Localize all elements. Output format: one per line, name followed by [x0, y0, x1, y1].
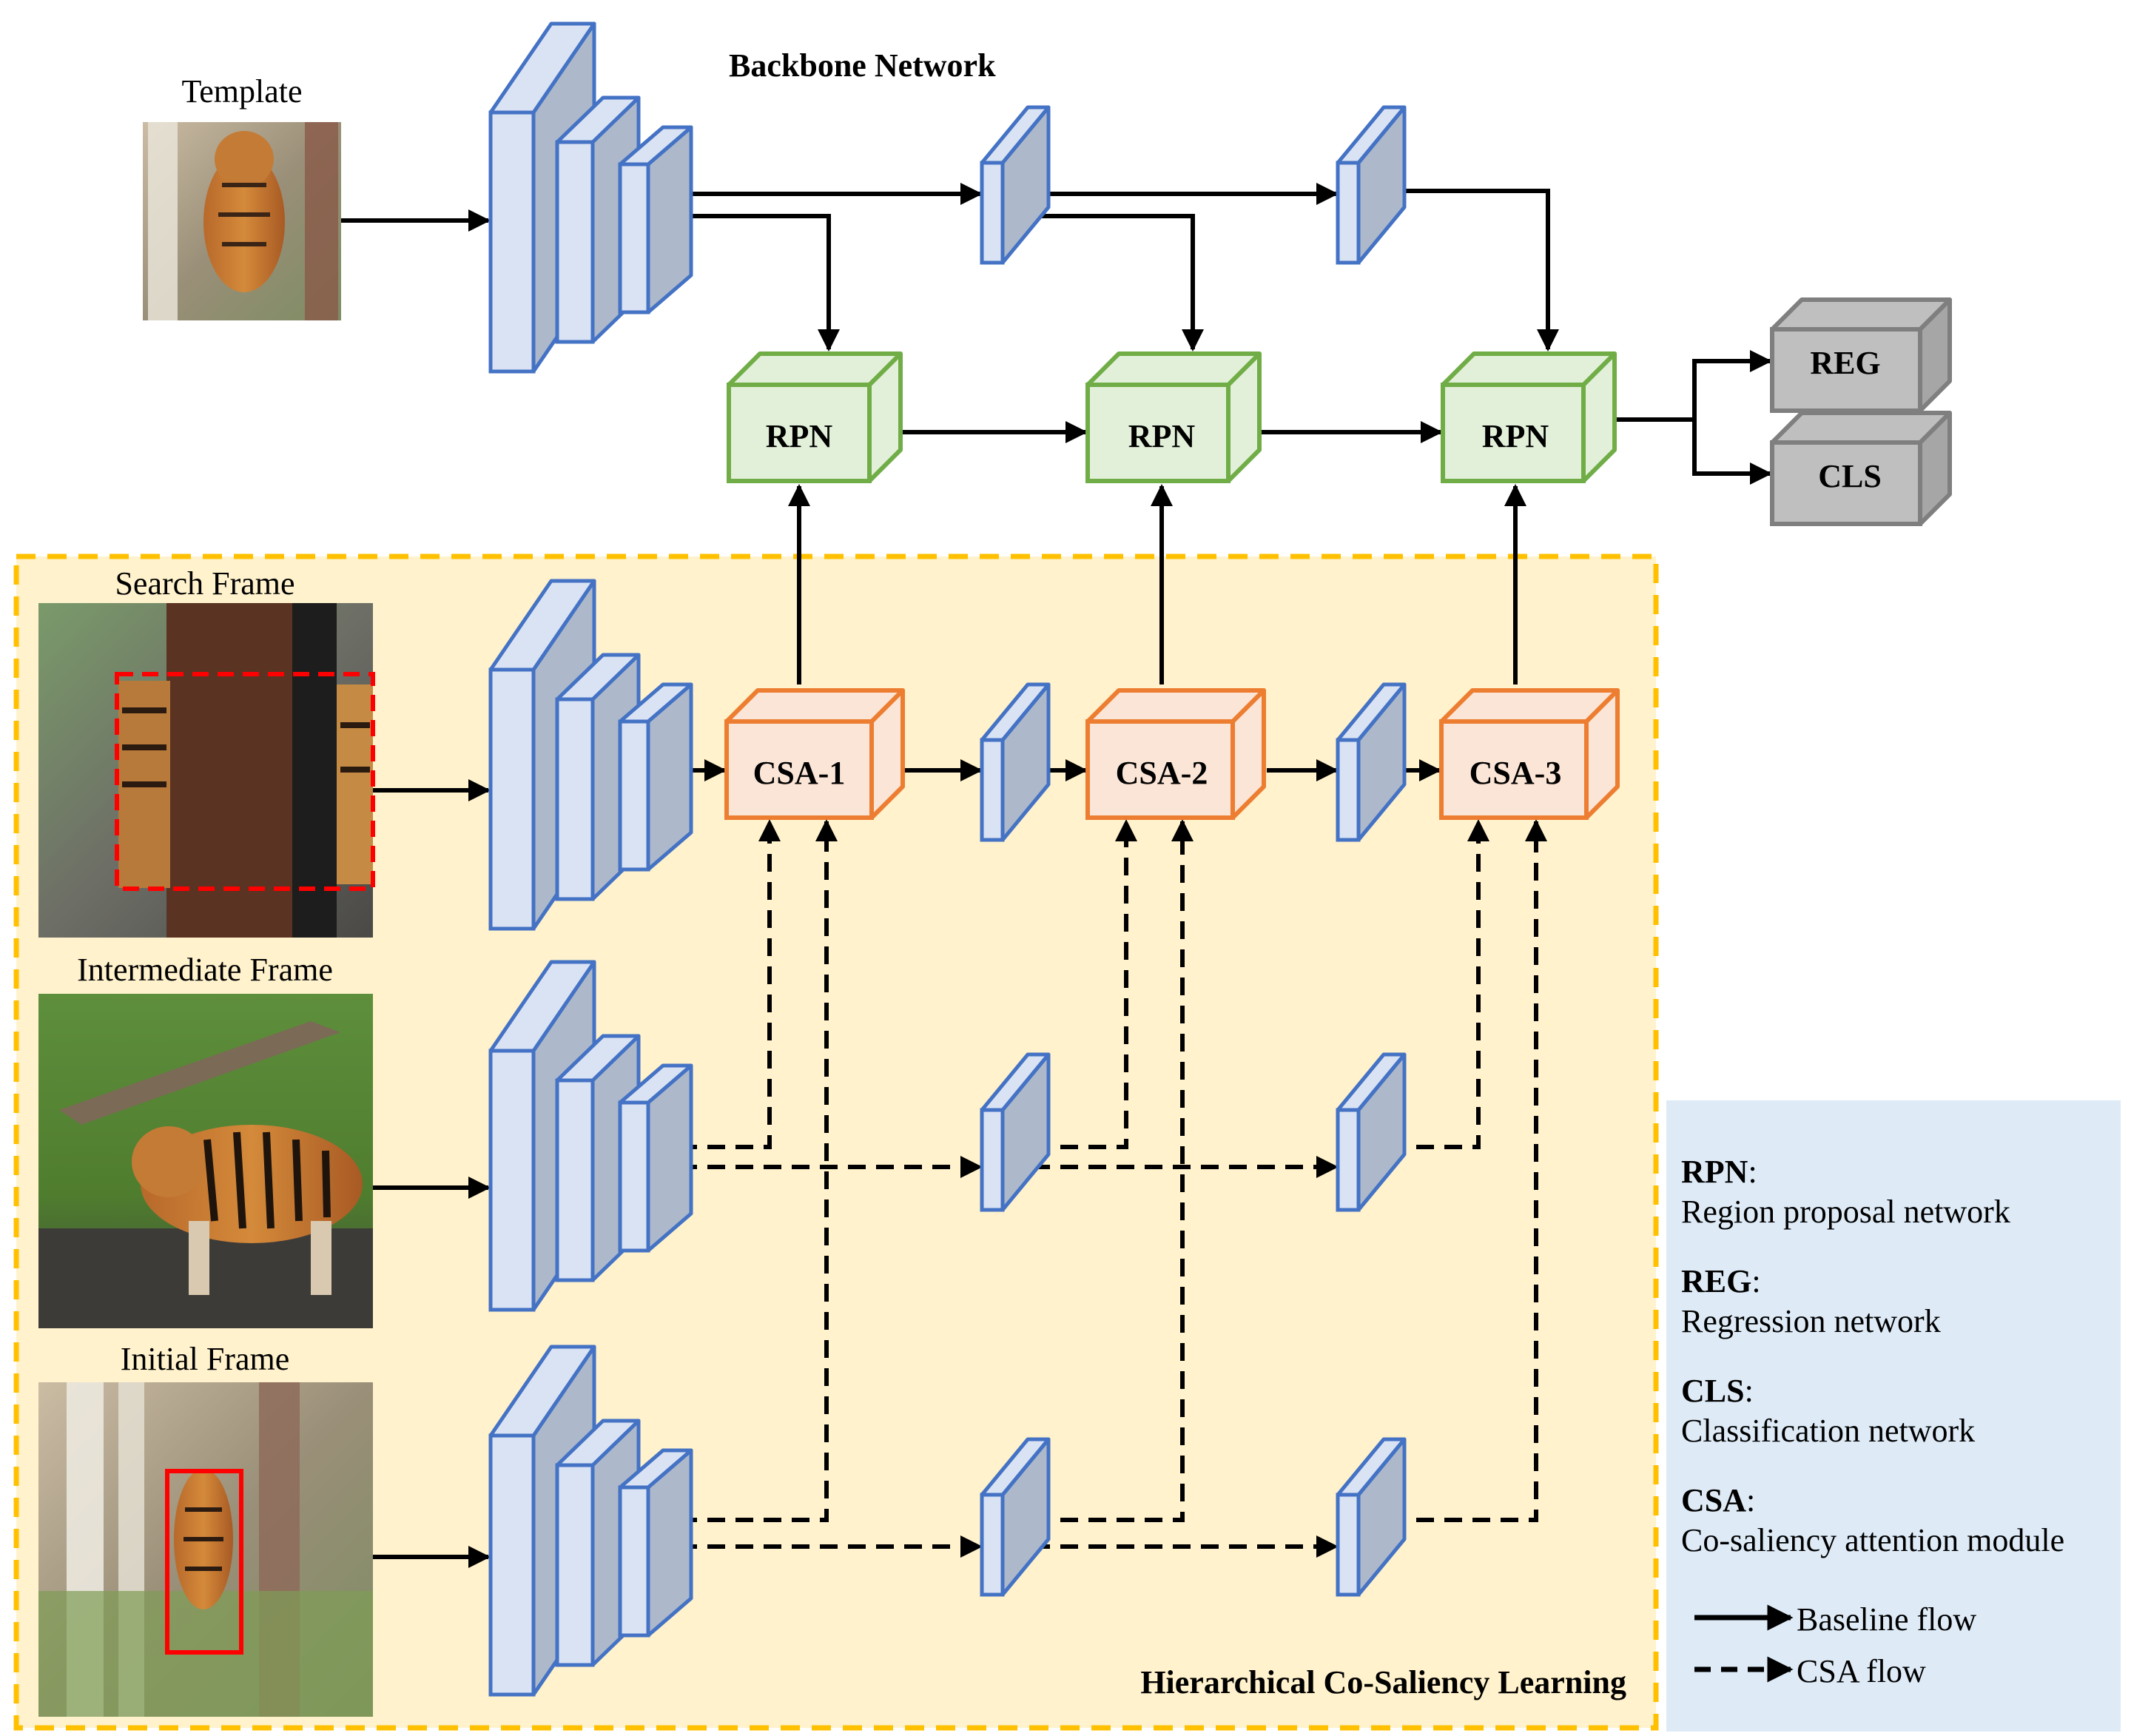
dash-initfm2-csa3: [1388, 819, 1547, 1522]
dash-init-csa1: [679, 819, 838, 1522]
dash-interfm2-csa3: [1388, 819, 1489, 1149]
legend-cls-desc: Classification network: [1681, 1413, 1975, 1449]
reg-label: REG: [1810, 345, 1880, 381]
legend-panel: [1666, 1100, 2121, 1732]
fm-inter-1: [980, 1052, 1051, 1212]
arrow-fm1-rpn2: [1032, 214, 1204, 351]
csa-label-1: CSA-1: [753, 755, 846, 791]
csa-box-3: [1439, 688, 1620, 820]
cls-label: CLS: [1818, 458, 1882, 494]
template-image: [143, 122, 341, 320]
fm-inter-2: [1336, 1052, 1407, 1212]
initial-frame-label: Initial Frame: [121, 1341, 290, 1377]
initial-frame-image: [38, 1382, 373, 1717]
arrow-rpn3-cls: [1692, 420, 1772, 485]
arrow-fm2-rpn3: [1388, 189, 1559, 351]
legend-rpn: RPN:: [1681, 1154, 1757, 1190]
fm-init-1: [980, 1437, 1051, 1597]
rpn-box-1: [727, 351, 903, 483]
arrow-rpn3-reg: [1615, 350, 1772, 422]
initial-bbox: [165, 1469, 243, 1655]
intermediate-frame-image: [38, 994, 373, 1328]
fm-init-2: [1336, 1437, 1407, 1597]
csa-box-1: [724, 688, 905, 820]
search-frame-label: Search Frame: [115, 565, 294, 602]
template-label: Template: [181, 73, 302, 110]
dash-interfm1-csa2: [1032, 819, 1137, 1149]
csa-label-2: CSA-2: [1116, 755, 1208, 791]
region-label: Hierarchical Co-Saliency Learning: [1140, 1664, 1626, 1700]
intermediate-frame-label: Intermediate Frame: [77, 952, 333, 988]
legend-csa-flow-label: CSA flow: [1797, 1653, 1926, 1689]
dash-inter-csa1: [679, 819, 781, 1149]
rpn-label-3: RPN: [1482, 418, 1549, 454]
legend-rpn-desc: Region proposal network: [1681, 1194, 2010, 1230]
legend-csa-desc: Co-saliency attention module: [1681, 1522, 2064, 1558]
arrow-bb-rpn1: [679, 214, 840, 351]
fm-search-1: [980, 682, 1051, 842]
rpn-box-2: [1085, 351, 1262, 483]
csa-box-2: [1085, 688, 1266, 820]
cls-head: [1770, 411, 1952, 526]
legend-cls: CLS:: [1681, 1373, 1754, 1409]
rpn-label-2: RPN: [1128, 418, 1196, 454]
csa-label-3: CSA-3: [1470, 755, 1562, 791]
backbone-initial-layer-3: [618, 1448, 693, 1638]
backbone-intermediate-layer-3: [618, 1063, 693, 1253]
legend-baseline-label: Baseline flow: [1797, 1601, 1976, 1638]
fm-template-2: [1336, 105, 1407, 265]
fm-search-2: [1336, 682, 1407, 842]
legend-csa: CSA:: [1681, 1482, 1755, 1518]
rpn-label-1: RPN: [766, 418, 833, 454]
search-frame-image: [38, 603, 375, 938]
reg-head: [1770, 297, 1952, 413]
diagram-title: Backbone Network: [729, 47, 996, 84]
dash-initfm1-csa2: [1032, 819, 1194, 1522]
legend-reg: REG:: [1681, 1263, 1761, 1299]
legend-reg-desc: Regression network: [1681, 1303, 1941, 1339]
rpn-box-3: [1441, 351, 1617, 483]
backbone-template-layer-3: [618, 125, 693, 314]
fm-template-1: [980, 105, 1051, 265]
search-bbox: [115, 672, 375, 891]
backbone-search-layer-3: [618, 682, 693, 872]
